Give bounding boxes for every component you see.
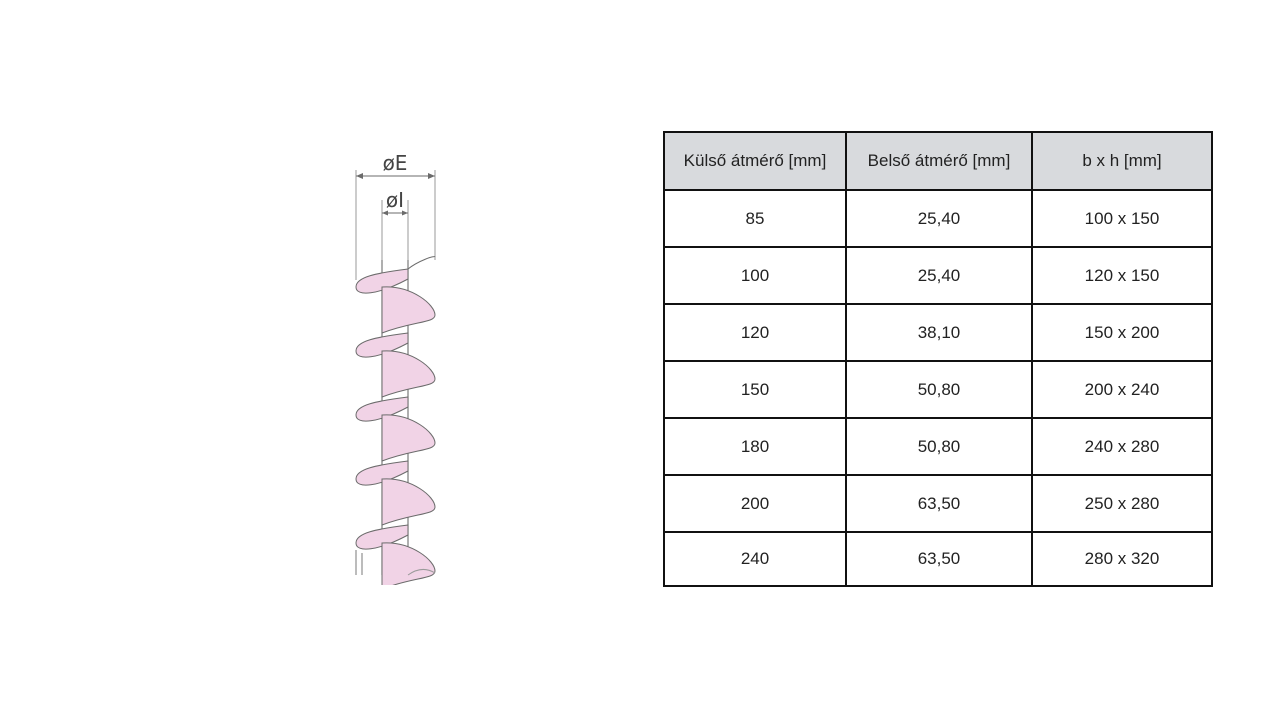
cell-size: 280 x 320 <box>1031 531 1213 587</box>
table-row: 240 63,50 280 x 320 <box>663 531 1213 587</box>
flight-right-lobe <box>381 414 436 462</box>
flight-left-lobe <box>355 332 409 358</box>
cell-size: 100 x 150 <box>1031 189 1213 248</box>
cell-inner-diameter: 63,50 <box>845 474 1033 533</box>
table-row: 120 38,10 150 x 200 <box>663 303 1213 362</box>
cell-outer-diameter: 180 <box>663 417 847 476</box>
cell-outer-diameter: 240 <box>663 531 847 587</box>
cell-size: 120 x 150 <box>1031 246 1213 305</box>
flight-right-lobe <box>381 286 436 334</box>
cell-size: 250 x 280 <box>1031 474 1213 533</box>
cell-outer-diameter: 85 <box>663 189 847 248</box>
cell-outer-diameter: 120 <box>663 303 847 362</box>
specification-table: Külső átmérő [mm] Belső átmérő [mm] b x … <box>663 131 1213 587</box>
cell-outer-diameter: 100 <box>663 246 847 305</box>
cell-outer-diameter: 150 <box>663 360 847 419</box>
cell-size: 240 x 280 <box>1031 417 1213 476</box>
inner-diameter-label: øI <box>386 188 404 212</box>
inner-arrow-right <box>402 210 408 216</box>
cell-inner-diameter: 63,50 <box>845 531 1033 587</box>
table-row: 100 25,40 120 x 150 <box>663 246 1213 305</box>
cell-inner-diameter: 50,80 <box>845 417 1033 476</box>
table-header-row: Külső átmérő [mm] Belső átmérő [mm] b x … <box>663 131 1213 191</box>
flight-left-lobe <box>355 460 409 486</box>
inner-arrow-left <box>382 210 388 216</box>
cell-size: 150 x 200 <box>1031 303 1213 362</box>
table-row: 85 25,40 100 x 150 <box>663 189 1213 248</box>
flight-left-lobe <box>355 524 409 550</box>
flight-right-lobe <box>381 350 436 398</box>
screw-conveyor-diagram: øE øI <box>340 145 450 585</box>
flight-right-lobe <box>381 542 436 585</box>
cell-size: 200 x 240 <box>1031 360 1213 419</box>
table-row: 150 50,80 200 x 240 <box>663 360 1213 419</box>
outer-arrow-right <box>428 173 435 179</box>
outer-arrow-left <box>356 173 363 179</box>
flight-right-lobe <box>381 478 436 526</box>
table-row: 180 50,80 240 x 280 <box>663 417 1213 476</box>
cell-inner-diameter: 25,40 <box>845 246 1033 305</box>
cell-inner-diameter: 38,10 <box>845 303 1033 362</box>
helical-screw-drawing: øE øI <box>355 151 436 585</box>
helical-flights <box>355 256 436 585</box>
flight-left-lobe <box>355 268 409 294</box>
column-header-size: b x h [mm] <box>1031 131 1213 191</box>
outer-diameter-label: øE <box>383 151 408 175</box>
table-row: 200 63,50 250 x 280 <box>663 474 1213 533</box>
cell-inner-diameter: 25,40 <box>845 189 1033 248</box>
column-header-outer-diameter: Külső átmérő [mm] <box>663 131 847 191</box>
column-header-inner-diameter: Belső átmérő [mm] <box>845 131 1033 191</box>
cell-outer-diameter: 200 <box>663 474 847 533</box>
cell-inner-diameter: 50,80 <box>845 360 1033 419</box>
flight-cut-right <box>407 569 436 576</box>
flight-left-lobe <box>355 396 409 422</box>
flight-top-edge <box>407 256 436 270</box>
